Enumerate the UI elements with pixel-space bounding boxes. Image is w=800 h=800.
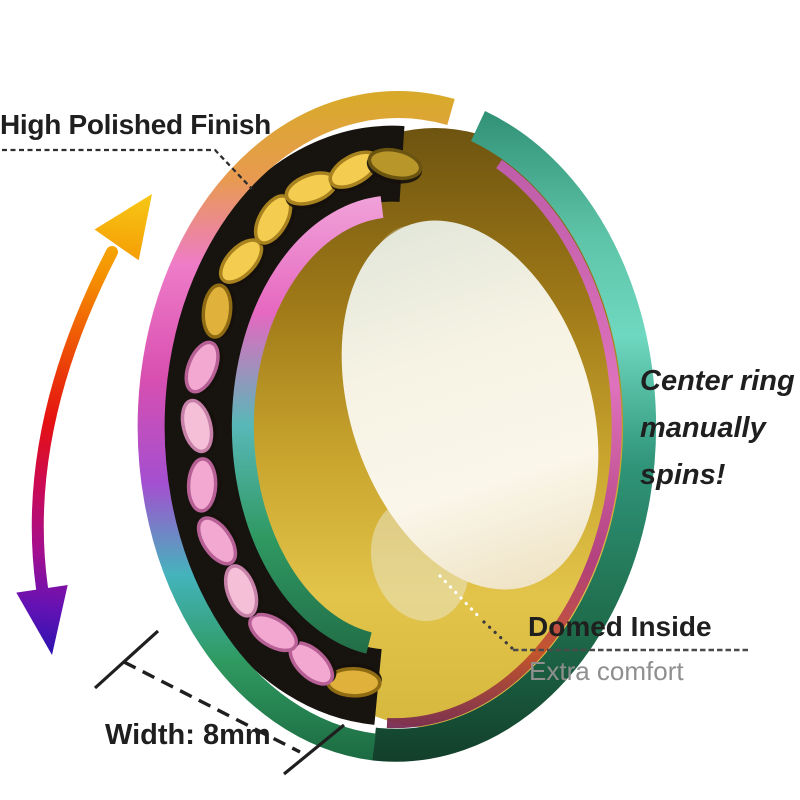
chain-link <box>186 457 222 513</box>
label-high-polished-finish: High Polished Finish <box>0 109 271 140</box>
ring-pink-stripe-right <box>386 159 622 729</box>
chain-link <box>223 562 262 618</box>
label-center-ring-spins: Center ring manually spins! <box>640 358 795 499</box>
dimension-dashed-line <box>123 660 301 754</box>
label-center-ring-spins-line1: Center ring <box>640 365 795 397</box>
dimension-tick-right <box>282 723 346 776</box>
chain-link <box>180 397 217 454</box>
label-width-8mm: Width: 8mm <box>105 719 271 751</box>
ring-hole <box>341 220 599 590</box>
chain-link <box>196 514 241 566</box>
label-extra-comfort: Extra comfort <box>529 656 684 686</box>
ring-outer-edge-right <box>372 111 657 762</box>
chain-link <box>248 609 300 653</box>
callout-line-high-polished-finish <box>2 148 253 190</box>
chain-link <box>366 147 423 184</box>
label-domed-inside: Domed Inside <box>528 611 712 642</box>
dimension-tick-left <box>93 629 160 690</box>
rotation-arrow-shaft <box>31 246 118 594</box>
label-center-ring-spins-line2: manually <box>640 412 766 444</box>
ring <box>137 91 657 762</box>
chain-link <box>201 283 237 340</box>
band-outer-edge <box>137 91 455 761</box>
rotation-arrow-head-down-icon <box>16 585 68 655</box>
chain-link <box>218 238 266 287</box>
dimension-line-width <box>93 629 346 776</box>
label-center-ring-spins-line3: spins! <box>640 459 726 491</box>
rotation-arrow-head-up-icon <box>94 194 152 261</box>
callout-dots-domed-light <box>438 574 483 621</box>
chain-link <box>184 340 224 395</box>
spinner-chain <box>180 147 423 698</box>
callout-lines <box>2 148 748 776</box>
band-inner-edge <box>231 196 384 654</box>
rotation-arrow <box>16 194 152 655</box>
callout-dots-domed-dark <box>482 620 516 652</box>
